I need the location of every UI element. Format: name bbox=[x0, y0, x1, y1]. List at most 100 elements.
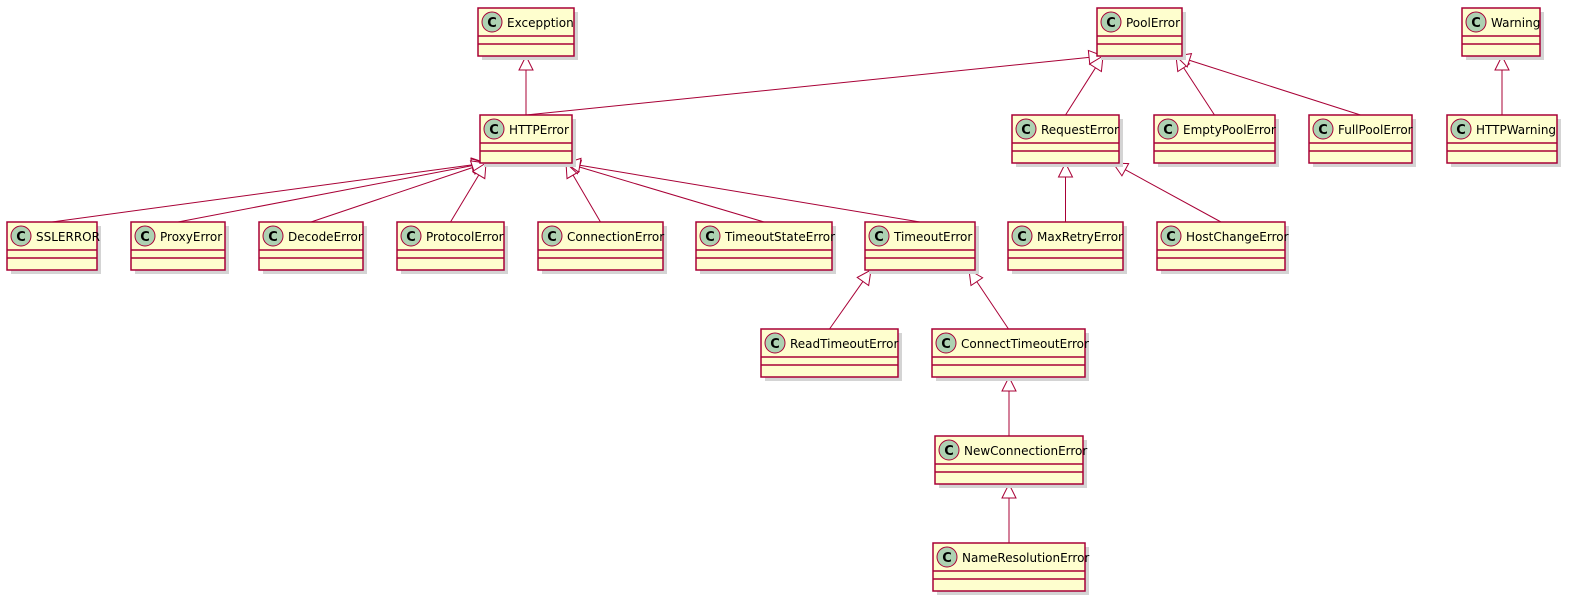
inheritance-edges bbox=[51, 49, 1510, 543]
hollow-triangle-arrow-icon bbox=[1494, 54, 1510, 71]
class-glyph: C bbox=[874, 230, 884, 245]
class-c-circle-icon: C bbox=[1450, 118, 1472, 140]
class-name: RequestError bbox=[1041, 123, 1119, 137]
inheritance-edge bbox=[518, 54, 534, 115]
inheritance-edge bbox=[1001, 375, 1017, 436]
inheritance-edge bbox=[1112, 162, 1222, 223]
class-name: TimeoutError bbox=[893, 230, 972, 244]
inheritance-edge bbox=[450, 162, 487, 223]
class-glyph: C bbox=[16, 230, 26, 245]
class-c-circle-icon: C bbox=[10, 225, 32, 247]
class-box bbox=[695, 221, 833, 271]
class-c-circle-icon: C bbox=[936, 546, 958, 568]
class-glyph: C bbox=[1471, 16, 1481, 31]
class-name: Excepption bbox=[507, 16, 574, 30]
hollow-triangle-arrow-icon bbox=[1088, 55, 1104, 73]
class-c-circle-icon: C bbox=[400, 225, 422, 247]
class-c-circle-icon: C bbox=[1465, 11, 1487, 33]
inheritance-edge bbox=[51, 157, 488, 223]
class-name: FullPoolError bbox=[1338, 123, 1413, 137]
class-glyph: C bbox=[1021, 123, 1031, 138]
inheritance-edge bbox=[1175, 55, 1215, 116]
class-glyph: C bbox=[1166, 230, 1176, 245]
class-c-circle-icon: C bbox=[481, 11, 503, 33]
class-excepption[interactable]: C Excepption bbox=[477, 7, 578, 60]
class-c-circle-icon: C bbox=[1312, 118, 1334, 140]
class-box bbox=[1446, 114, 1558, 164]
class-poolerror[interactable]: C PoolError bbox=[1096, 7, 1186, 60]
class-box bbox=[934, 435, 1084, 485]
hollow-triangle-arrow-icon bbox=[471, 162, 487, 180]
class-name: TimeoutStateError bbox=[724, 230, 835, 244]
class-glyph: C bbox=[1456, 123, 1466, 138]
class-glyph: C bbox=[1318, 123, 1328, 138]
class-c-circle-icon: C bbox=[1100, 11, 1122, 33]
class-c-circle-icon: C bbox=[1015, 118, 1037, 140]
inheritance-edge bbox=[1057, 161, 1074, 222]
class-fullpoolerror[interactable]: C FullPoolError bbox=[1308, 114, 1416, 167]
class-glyph: C bbox=[705, 230, 715, 245]
class-c-circle-icon: C bbox=[868, 225, 890, 247]
class-c-circle-icon: C bbox=[134, 225, 156, 247]
class-readtimeouterror[interactable]: C ReadTimeoutError bbox=[760, 328, 902, 381]
class-glyph: C bbox=[406, 230, 416, 245]
class-box bbox=[760, 328, 899, 378]
class-glyph: C bbox=[770, 337, 780, 352]
class-name: HostChangeError bbox=[1186, 230, 1289, 244]
class-decodeerror[interactable]: C DecodeError bbox=[258, 221, 367, 274]
class-name: HTTPWarning bbox=[1476, 123, 1556, 137]
class-glyph: C bbox=[1163, 123, 1173, 138]
class-connecttimeouterror[interactable]: C ConnectTimeoutError bbox=[931, 328, 1089, 381]
class-requesterror[interactable]: C RequestError bbox=[1011, 114, 1123, 167]
class-name: DecodeError bbox=[288, 230, 363, 244]
inheritance-edge bbox=[1174, 52, 1361, 116]
class-c-circle-icon: C bbox=[262, 225, 284, 247]
hollow-triangle-arrow-icon bbox=[1001, 482, 1017, 499]
hollow-triangle-arrow-icon bbox=[856, 269, 872, 287]
class-c-circle-icon: C bbox=[764, 332, 786, 354]
class-glyph: C bbox=[941, 337, 951, 352]
class-name: PoolError bbox=[1126, 16, 1180, 30]
class-c-circle-icon: C bbox=[938, 439, 960, 461]
inheritance-edge bbox=[1494, 54, 1510, 115]
class-box bbox=[932, 542, 1086, 592]
class-glyph: C bbox=[944, 444, 954, 459]
class-name: EmptyPoolError bbox=[1183, 123, 1276, 137]
class-c-circle-icon: C bbox=[483, 118, 505, 140]
hollow-triangle-arrow-icon bbox=[1057, 161, 1074, 178]
class-c-circle-icon: C bbox=[935, 332, 957, 354]
class-emptypoolerror[interactable]: C EmptyPoolError bbox=[1153, 114, 1279, 167]
class-timeouterror[interactable]: C TimeoutError bbox=[864, 221, 979, 274]
class-glyph: C bbox=[487, 16, 497, 31]
class-sslerror[interactable]: C SSLERROR bbox=[6, 221, 101, 274]
class-name: ConnectTimeoutError bbox=[961, 337, 1089, 351]
inheritance-edge bbox=[1001, 482, 1017, 543]
class-name: ProtocolError bbox=[426, 230, 504, 244]
inheritance-edge bbox=[1065, 55, 1104, 116]
class-httperror[interactable]: C HTTPError bbox=[479, 114, 576, 167]
class-name: ReadTimeoutError bbox=[790, 337, 898, 351]
class-box bbox=[931, 328, 1086, 378]
class-name: SSLERROR bbox=[36, 230, 100, 244]
inheritance-edge bbox=[177, 158, 488, 223]
class-glyph: C bbox=[547, 230, 557, 245]
class-glyph: C bbox=[1106, 16, 1116, 31]
class-protocolerror[interactable]: C ProtocolError bbox=[396, 221, 508, 274]
class-hostchangeerror[interactable]: C HostChangeError bbox=[1156, 221, 1289, 274]
class-glyph: C bbox=[140, 230, 150, 245]
inheritance-edge bbox=[525, 49, 1105, 116]
class-httpwarning[interactable]: C HTTPWarning bbox=[1446, 114, 1561, 167]
class-glyph: C bbox=[268, 230, 278, 245]
class-c-circle-icon: C bbox=[699, 225, 721, 247]
class-name: HTTPError bbox=[509, 123, 569, 137]
class-timeoutstateerror[interactable]: C TimeoutStateError bbox=[695, 221, 836, 274]
class-c-circle-icon: C bbox=[541, 225, 563, 247]
